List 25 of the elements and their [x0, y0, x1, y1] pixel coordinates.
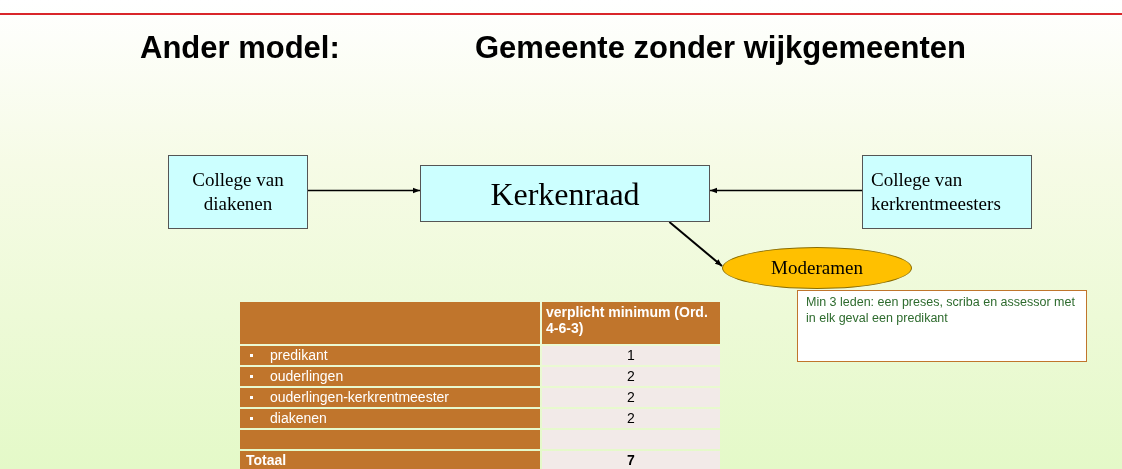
table-cell: 1	[542, 346, 720, 365]
slide-subtitle: Gemeente zonder wijkgemeenten	[475, 30, 966, 66]
arrow	[709, 187, 863, 194]
table-cell: 2	[542, 409, 720, 428]
note-box	[797, 290, 1087, 362]
table-cell: Totaal	[240, 451, 540, 469]
arrow	[668, 221, 723, 267]
table-header-cell: verplicht minimum (Ord. 4-6-3)	[542, 302, 720, 344]
table-cell: diakenen	[240, 409, 540, 428]
slide-title: Ander model:	[140, 30, 340, 66]
process-box	[168, 155, 308, 229]
table-cell: 7	[542, 451, 720, 469]
arrow	[307, 187, 421, 194]
node-label: Moderamen	[771, 256, 863, 280]
table-cell: ouderlingen-kerkrentmeester	[240, 388, 540, 407]
process-box	[420, 165, 710, 222]
node-label: Min 3 leden: een preses, scriba en assessor met in elk geval een predikant	[806, 295, 1076, 327]
node-label: Kerkenraad	[490, 174, 640, 214]
table-cell: 2	[542, 367, 720, 386]
table-cell: 2	[542, 388, 720, 407]
table-cell: predikant	[240, 346, 540, 365]
node-label: College van kerkrentmeesters	[871, 168, 1002, 216]
node-label: College van diakenen	[191, 168, 285, 216]
table-cell: ouderlingen	[240, 367, 540, 386]
process-box	[862, 155, 1032, 229]
